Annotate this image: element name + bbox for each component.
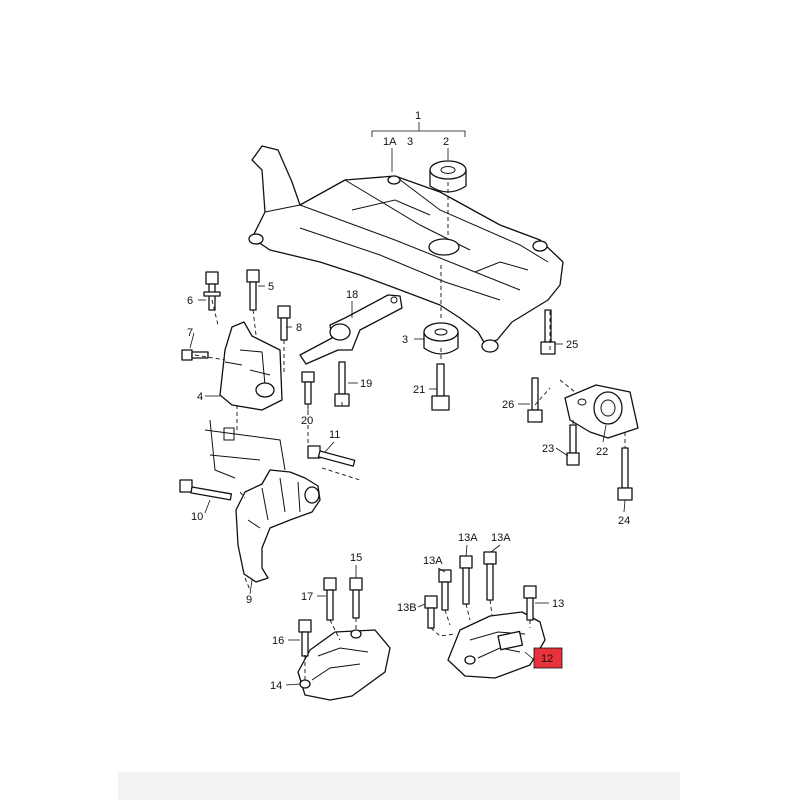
mount-bracket-left: [297, 629, 391, 701]
rubber-bush-lower: [423, 322, 459, 355]
label-1: 1: [415, 110, 421, 122]
label-4: 4: [197, 391, 203, 403]
label-16: 16: [272, 635, 284, 647]
bolt-13A-1: [438, 569, 452, 611]
bolt-20: [301, 371, 315, 405]
label-18: 18: [346, 289, 358, 301]
part-labels: 1 1A 3 2 3 4 5 6 7 8 9 10 11 12 13 13A 1…: [187, 110, 630, 692]
highlight-12-box: [533, 647, 563, 669]
bolt-7: [181, 349, 209, 361]
label-5: 5: [268, 281, 274, 293]
bolt-10: [179, 479, 233, 501]
label-2: 2: [443, 136, 449, 148]
label-15: 15: [350, 552, 362, 564]
bolt-11: [307, 445, 356, 467]
label-13: 13: [552, 598, 564, 610]
rear-mount-bush: [564, 384, 639, 439]
subframe: [248, 145, 564, 353]
bolt-13B: [424, 595, 438, 629]
bolt-23: [566, 424, 580, 466]
label-3: 3: [402, 334, 408, 346]
rubber-bush-upper: [428, 160, 467, 256]
bolt-6: [203, 271, 221, 311]
label-13B: 13B: [397, 602, 417, 614]
bolt-5: [246, 269, 260, 311]
bolt-17: [323, 577, 337, 621]
label-11: 11: [329, 429, 340, 441]
label-21: 21: [413, 384, 425, 396]
label-7: 7: [187, 327, 193, 339]
bolt-24: [617, 447, 633, 501]
label-22: 22: [596, 446, 608, 458]
label-6: 6: [187, 295, 193, 307]
bolt-19: [334, 361, 350, 407]
engine-mount-right: [219, 321, 283, 411]
label-9: 9: [246, 594, 252, 606]
bolt-15: [349, 577, 363, 619]
footer-bar: [118, 772, 680, 800]
bolt-21: [431, 363, 450, 411]
label-10: 10: [191, 511, 203, 523]
bolt-26: [527, 377, 543, 423]
bolt-25: [540, 309, 556, 355]
bolt-13A-3: [483, 551, 497, 601]
assembly-lines: [194, 182, 626, 680]
label-25: 25: [566, 339, 578, 351]
label-26: 26: [502, 399, 514, 411]
label-20: 20: [301, 415, 313, 427]
label-13A-3: 13A: [491, 532, 511, 544]
gearbox-mount: [447, 611, 546, 679]
label-19: 19: [360, 378, 372, 390]
label-8: 8: [296, 322, 302, 334]
leader-lines: [189, 122, 626, 686]
bolt-8: [277, 305, 291, 341]
label-12: 12: [541, 653, 553, 665]
label-24: 24: [618, 515, 630, 527]
label-23: 23: [542, 443, 554, 455]
torque-support-arm: [299, 294, 403, 365]
label-17: 17: [301, 591, 313, 603]
engine-block-section: [204, 419, 286, 479]
label-1A: 1A: [383, 136, 397, 148]
label-14: 14: [270, 680, 282, 692]
label-3-top: 3: [407, 136, 413, 148]
gearbox-bracket: [235, 469, 321, 583]
bolt-13A-2: [459, 555, 473, 605]
label-13A-2: 13A: [458, 532, 478, 544]
label-13A-1: 13A: [423, 555, 443, 567]
